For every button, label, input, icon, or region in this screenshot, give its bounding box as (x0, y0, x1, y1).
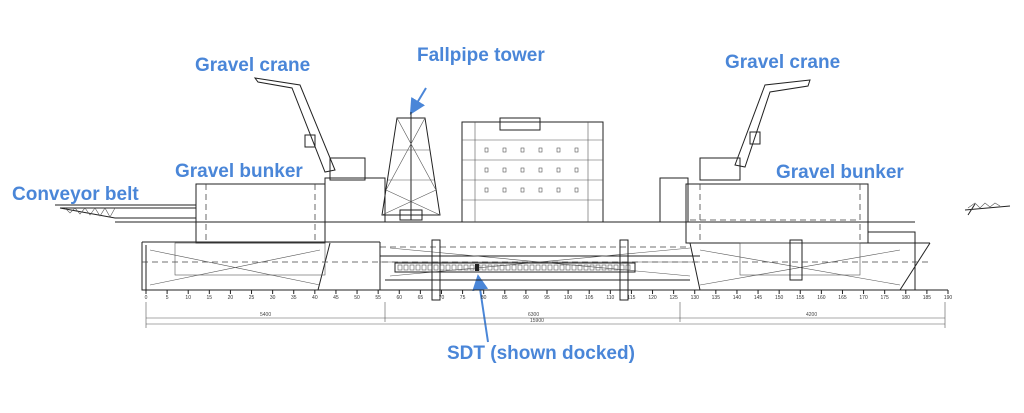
scale-tick-label: 130 (691, 295, 700, 301)
fallpipe-arrow (409, 87, 427, 115)
scale-tick-label: 135 (712, 295, 721, 301)
scale-tick-label: 115 (627, 295, 635, 301)
label-gravel-bunker-left: Gravel bunker (175, 161, 303, 182)
sdt-arrow (472, 274, 489, 343)
scale-tick-label: 120 (648, 295, 657, 301)
scale-tick-label: 45 (333, 295, 339, 301)
frame-scale: 0 5 10 15 20 25 30 35 40 45 50 55 60 65 70 75 80 85 90 95 10… (145, 290, 953, 301)
scale-tick-label: 70 (439, 295, 445, 301)
gravel-crane-right-drawing (699, 79, 811, 181)
scale-tick-label: 95 (544, 295, 550, 301)
scale-tick-label: 150 (775, 295, 784, 301)
scale-tick-label: 185 (923, 295, 932, 301)
label-conveyor-belt: Conveyor belt (12, 184, 139, 205)
scale-tick-label: 100 (564, 295, 573, 301)
scale-tick-label: 160 (817, 295, 826, 301)
scale-tick-label: 80 (481, 295, 487, 301)
fallpipe-tower-drawing (381, 112, 441, 221)
hull (115, 221, 948, 291)
label-gravel-crane-left: Gravel crane (195, 55, 311, 76)
scale-tick-label: 125 (669, 295, 678, 301)
scale-tick-label: 85 (502, 295, 508, 301)
conveyor-belt-drawing-left (55, 204, 196, 219)
dim-seg1: 5400 (260, 312, 271, 318)
dim-seg2: 6300 (528, 312, 539, 318)
scale-tick-label: 30 (270, 295, 276, 301)
scale-tick-label: 180 (902, 295, 911, 301)
scale-tick-label: 15 (207, 295, 213, 301)
scale-tick-label: 0 (145, 295, 148, 301)
scale-tick-label: 90 (523, 295, 529, 301)
scale-tick-label: 75 (460, 295, 466, 301)
scale-tick-label: 20 (228, 295, 234, 301)
scale-tick-label: 35 (291, 295, 297, 301)
scale-tick-label: 155 (796, 295, 805, 301)
scale-tick-label: 40 (312, 295, 318, 301)
gravel-bunker-right-drawing (685, 183, 869, 244)
accommodation-block (461, 117, 604, 223)
scale-tick-label: 170 (859, 295, 868, 301)
label-sdt: SDT (shown docked) (447, 343, 635, 364)
conveyor-belt-drawing-right (964, 202, 1011, 216)
sdt-subsea-tool (394, 239, 636, 301)
scale-tick-label: 165 (838, 295, 847, 301)
label-gravel-bunker-right: Gravel bunker (776, 162, 904, 183)
gravel-crane-left-drawing (253, 77, 366, 240)
scale-tick-label: 25 (249, 295, 255, 301)
dimension-lines: 5400 6300 4200 15900 (145, 302, 946, 328)
scale-tick-label: 190 (944, 295, 953, 301)
scale-tick-label: 55 (375, 295, 381, 301)
dim-seg3: 4200 (806, 312, 817, 318)
gravel-bunker-left-drawing (195, 183, 326, 244)
dim-total: 15900 (530, 318, 544, 324)
label-gravel-crane-right: Gravel crane (725, 52, 841, 73)
scale-tick-label: 175 (881, 295, 890, 301)
scale-tick-label: 50 (354, 295, 360, 301)
scale-tick-label: 140 (733, 295, 742, 301)
label-fallpipe-tower: Fallpipe tower (417, 45, 545, 66)
scale-tick-label: 145 (754, 295, 763, 301)
scale-tick-label: 5 (166, 295, 169, 301)
scale-tick-label: 60 (396, 295, 402, 301)
scale-tick-label: 105 (585, 295, 594, 301)
scale-tick-label: 110 (606, 295, 614, 301)
scale-tick-label: 65 (418, 295, 424, 301)
scale-tick-label: 10 (185, 295, 191, 301)
